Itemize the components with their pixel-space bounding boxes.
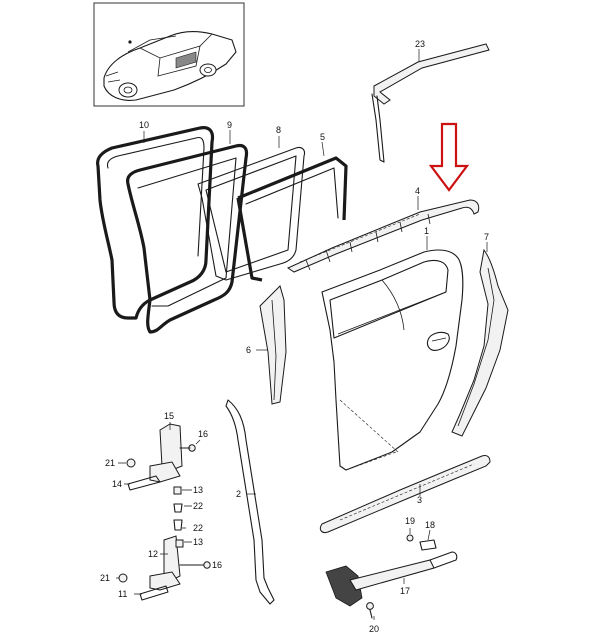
- label-20: 20: [369, 624, 379, 634]
- label-2: 2: [236, 489, 241, 499]
- label-4: 4: [415, 186, 420, 196]
- label-6: 6: [246, 345, 251, 355]
- label-1: 1: [424, 226, 429, 236]
- label-5: 5: [320, 132, 325, 142]
- label-16-lower: 16: [212, 560, 222, 570]
- label-13-lower: 13: [193, 537, 203, 547]
- label-11: 11: [118, 589, 127, 599]
- label-22-upper: 22: [193, 501, 203, 511]
- label-3: 3: [417, 495, 422, 505]
- label-17: 17: [400, 586, 410, 596]
- part-9-inner-seal: [126, 130, 249, 334]
- part-4-belt-moulding: [286, 196, 480, 273]
- part-labels: 23 10 9 8 5 4 1 7 6 15 16 21 14 13 22 22…: [100, 39, 489, 634]
- part-7-pillar-trim: [451, 242, 509, 437]
- lower-hinge-assembly: [116, 519, 211, 601]
- label-14: 14: [112, 479, 122, 489]
- label-16-upper: 16: [198, 429, 208, 439]
- car-thumbnail: [93, 2, 245, 107]
- part-3-sill-moulding: [319, 455, 491, 533]
- label-7: 7: [484, 232, 489, 242]
- label-18: 18: [425, 520, 435, 530]
- label-22-lower: 22: [193, 523, 203, 533]
- part-1-door-shell: [321, 236, 464, 471]
- upper-hinge-assembly: [118, 422, 201, 513]
- part-5-glass-channel: [236, 141, 348, 282]
- label-21-upper: 21: [105, 458, 115, 468]
- part-2-weatherstrip: [225, 399, 275, 605]
- label-9: 9: [227, 120, 232, 130]
- label-21-lower: 21: [100, 573, 110, 583]
- label-12: 12: [148, 549, 158, 559]
- label-15: 15: [164, 411, 174, 421]
- label-23: 23: [415, 39, 425, 49]
- label-13-upper: 13: [193, 485, 203, 495]
- label-8: 8: [276, 125, 281, 135]
- part-8-window-frame: [197, 136, 306, 281]
- latch-assembly: [325, 528, 458, 620]
- label-19: 19: [405, 516, 415, 526]
- highlight-arrow-icon: [428, 122, 470, 192]
- part-6-trim-strip: [256, 285, 287, 405]
- part-23-window-trim: [371, 43, 490, 163]
- label-10: 10: [139, 120, 149, 130]
